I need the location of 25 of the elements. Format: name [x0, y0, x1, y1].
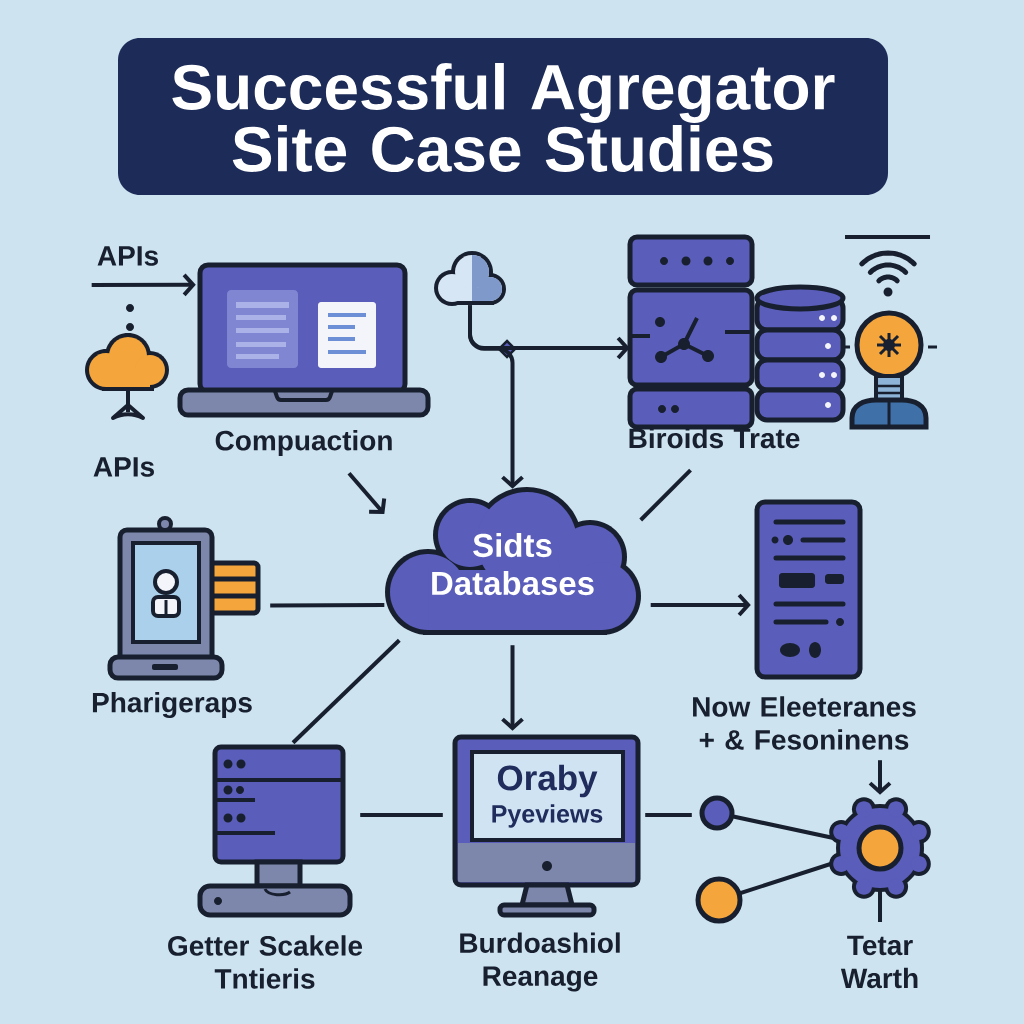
- node-label: Tetar Warth: [840, 935, 918, 989]
- cloud-node: Sidts Databases: [385, 487, 641, 635]
- connector-line: [639, 468, 692, 522]
- node-label: Pharigeraps: [92, 691, 252, 719]
- node-label: Compuaction: [215, 429, 392, 457]
- text-label: APIs: [97, 246, 158, 266]
- arrow: [501, 645, 524, 731]
- arrow: [91, 273, 196, 297]
- arrow: [468, 305, 524, 489]
- node-label: Sidts: [473, 532, 552, 558]
- node-label: Burdoashiol Reanage: [460, 932, 620, 992]
- node-label: Now Eleeteranes + & Fesoninens: [693, 696, 916, 750]
- connector-line: [291, 638, 401, 745]
- title-banner: Successful Agregator Site Case Studies: [118, 38, 888, 195]
- node-label: Biroids Trate: [629, 427, 800, 449]
- node-label: APIs: [93, 457, 154, 477]
- connector-line: [645, 813, 692, 817]
- connector-line: [270, 603, 385, 608]
- monitor-display: Oraby Pyeviews: [452, 734, 641, 918]
- arrow: [650, 593, 751, 617]
- arrow: [868, 760, 892, 795]
- cloud-icon: [434, 251, 506, 306]
- connector-line: [360, 813, 443, 817]
- node-label: Getter Scakele Tntieris: [168, 935, 363, 989]
- arrow: [347, 471, 387, 514]
